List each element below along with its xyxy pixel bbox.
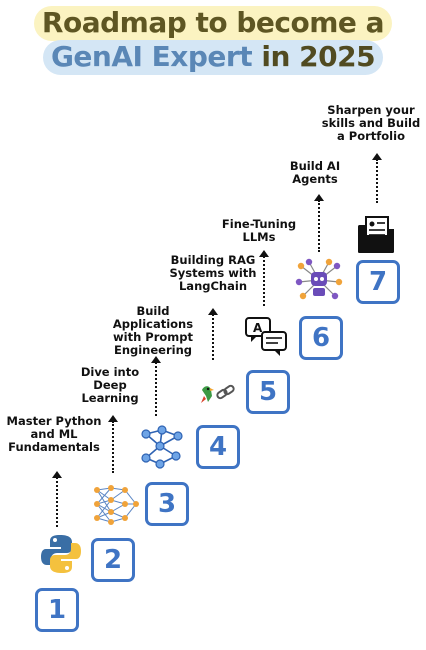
step-box-1: 1 [35,588,79,632]
step-box-4: 4 [196,425,240,469]
step-3-label: Dive into Deep Learning [80,365,140,405]
title-line-2: GenAI Expert in 2025 [0,40,426,75]
robot-agent-icon [295,258,343,302]
node-graph-icon [138,424,186,470]
neural-network-icon [91,482,141,526]
arrow-up-2 [108,415,118,473]
roadmap-title: Roadmap to become a GenAI Expert in 2025 [0,0,426,92]
title-line-2-highlight-wrap: GenAI Expert in 2025 [42,40,384,75]
final-goal-label: Sharpen your skills and Build a Portfoli… [321,103,421,143]
title-line-1-text: Roadmap to become a [33,6,393,41]
step-5-label: Building RAG Systems with LangChain [169,253,257,293]
step-box-7: 7 [356,260,400,304]
title-line-1: Roadmap to become a [0,6,426,41]
step-box-6: 6 [299,316,343,360]
step-7-label: Build AI Agents [289,159,341,186]
arrow-up-3 [151,356,161,416]
title-rest-text: in 2025 [252,40,376,73]
title-highlight-text: GenAI Expert [50,40,253,73]
arrow-up-4 [208,308,218,360]
chat-translate-icon: A [244,316,290,358]
parrot-chain-icon [198,382,238,404]
arrow-up-7 [372,153,382,203]
python-icon [40,533,82,575]
step-box-5: 5 [246,370,290,414]
step-box-3: 3 [145,482,189,526]
portfolio-folder-icon [356,215,396,255]
step-4-label: Build Applications with Prompt Engineeri… [112,304,194,357]
arrow-up-1 [52,471,62,527]
arrow-up-5 [259,250,269,306]
step-box-2: 2 [91,538,135,582]
step-6-label: Fine-Tuning LLMs [221,217,297,244]
svg-text:A: A [253,321,263,335]
step-2-label: Master Python and ML Fundamentals [6,414,102,454]
arrow-up-6 [314,194,324,252]
